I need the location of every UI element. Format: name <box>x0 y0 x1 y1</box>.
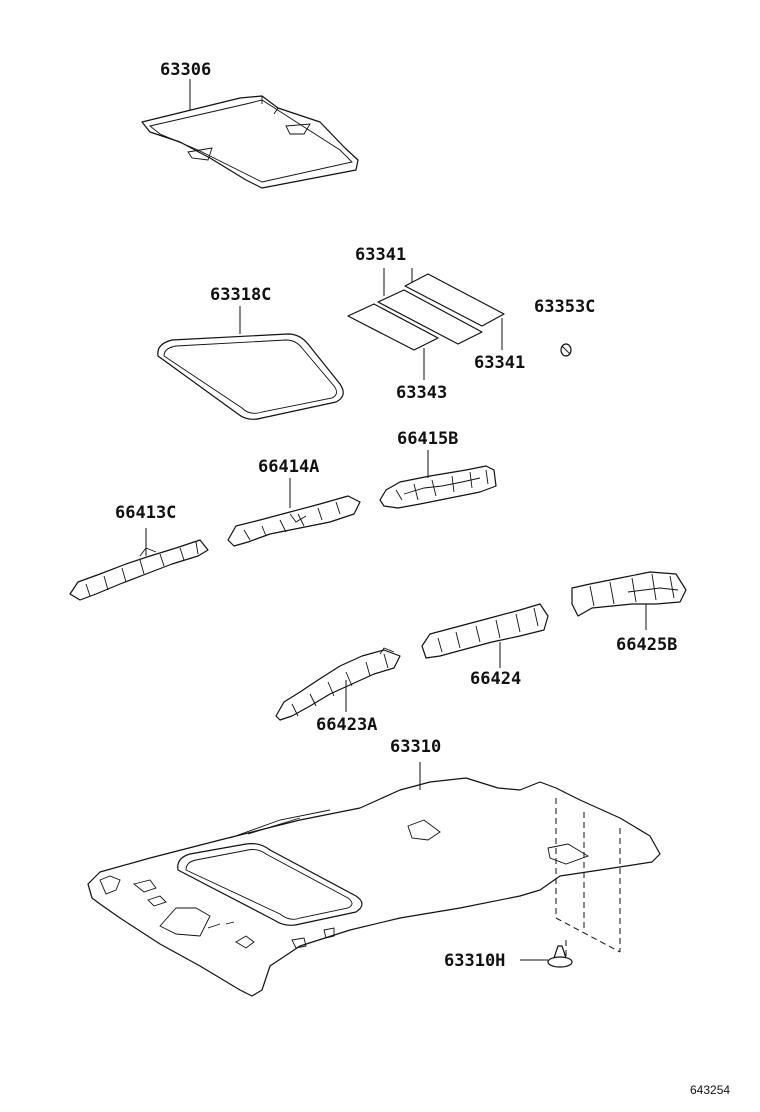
part-66413c-bracket <box>69 539 209 601</box>
label-66414a: 66414A <box>258 457 319 477</box>
label-63310: 63310 <box>390 737 441 757</box>
part-63353c-clip <box>560 343 572 357</box>
label-66424: 66424 <box>470 669 521 689</box>
part-66423a-bracket <box>275 647 401 721</box>
part-63343-pad-lower <box>347 303 439 351</box>
reference-dashed-outline <box>555 798 621 956</box>
label-63343: 63343 <box>396 383 447 403</box>
diagram-code: 643254 <box>690 1083 730 1097</box>
label-63318c: 63318C <box>210 285 271 305</box>
label-63353c: 63353C <box>534 297 595 317</box>
label-66415b: 66415B <box>397 429 458 449</box>
part-63341-pad-middle <box>377 289 483 345</box>
part-66424-bracket <box>421 603 549 659</box>
label-66423a: 66423A <box>316 715 377 735</box>
part-63306-sunshade <box>141 95 359 189</box>
label-63310h: 63310H <box>444 951 505 971</box>
label-63341-lower: 63341 <box>474 353 525 373</box>
part-63310-headliner <box>87 777 661 997</box>
part-66414a-bracket <box>227 495 361 547</box>
part-63318c-weatherstrip <box>157 333 344 420</box>
label-63341-upper: 63341 <box>355 245 406 265</box>
part-66425b-bracket <box>571 571 687 617</box>
part-63310h-clip <box>547 945 573 968</box>
part-63341-pad-upper <box>404 273 505 327</box>
label-63306: 63306 <box>160 60 211 80</box>
label-66425b: 66425B <box>616 635 677 655</box>
part-66415b-bracket <box>379 465 497 509</box>
label-66413c: 66413C <box>115 503 176 523</box>
